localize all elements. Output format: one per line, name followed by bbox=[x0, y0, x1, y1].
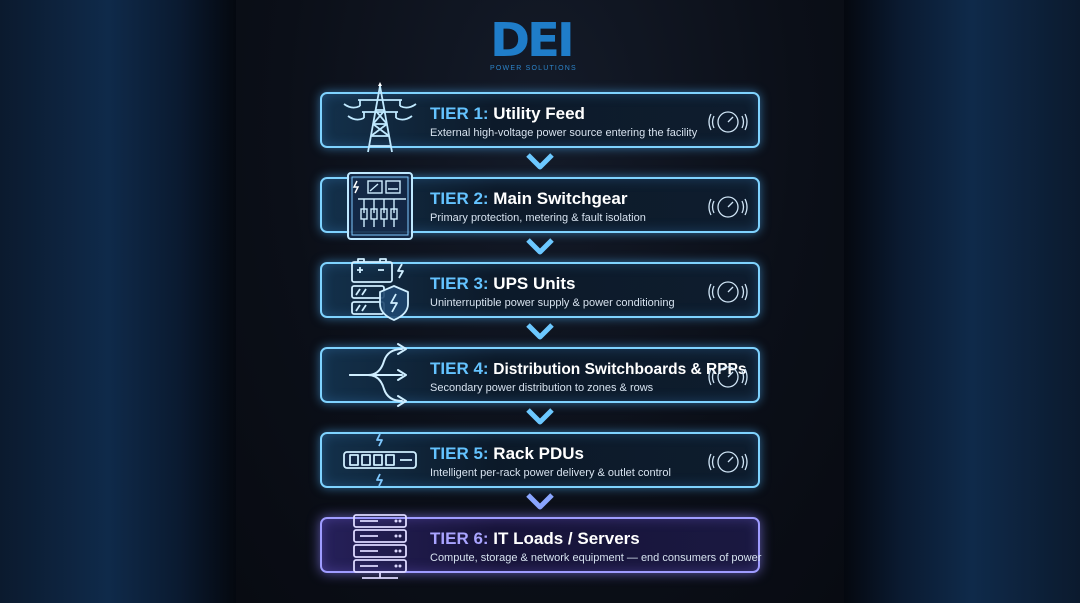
logo-subtitle: POWER SOLUTIONS bbox=[490, 65, 577, 72]
tier-description: Intelligent per-rack power delivery & ou… bbox=[430, 467, 671, 479]
tier-title-3: TIER 3: UPS Units bbox=[430, 274, 575, 294]
split-arrows-icon bbox=[349, 343, 407, 407]
gauge-icon bbox=[708, 111, 748, 133]
tier-description: Secondary power distribution to zones & … bbox=[430, 382, 654, 394]
tier-card-4: TIER 4: Distribution Switchboards & RPPs… bbox=[320, 343, 760, 407]
chevron-down-icon bbox=[526, 323, 554, 340]
gauge-icon bbox=[708, 451, 748, 473]
chevron-down-icon bbox=[526, 408, 554, 425]
tier-name: UPS Units bbox=[493, 274, 576, 293]
tier-title-1: TIER 1: Utility Feed bbox=[430, 104, 585, 124]
tier-name: Utility Feed bbox=[493, 104, 585, 123]
tier-card-5: TIER 5: Rack PDUs Intelligent per-rack p… bbox=[320, 432, 760, 488]
tier-description: External high-voltage power source enter… bbox=[430, 127, 698, 139]
gauge-icon bbox=[708, 281, 748, 303]
transmission-tower-icon bbox=[343, 82, 417, 153]
tier-title-6: TIER 6: IT Loads / Servers bbox=[430, 529, 640, 549]
tier-number: TIER 4: bbox=[430, 359, 489, 378]
tier-name: IT Loads / Servers bbox=[493, 529, 640, 548]
logo-text: DEI bbox=[490, 13, 575, 67]
tier-title-2: TIER 2: Main Switchgear bbox=[430, 189, 627, 209]
tier-card-1: TIER 1: Utility Feed External high-volta… bbox=[320, 82, 760, 153]
chevron-down-icon bbox=[526, 493, 554, 510]
tier-name: Distribution Switchboards & RPPs bbox=[493, 361, 747, 378]
tier-number: TIER 2: bbox=[430, 189, 489, 208]
power-strip-icon bbox=[343, 433, 417, 487]
tier-description: Compute, storage & network equipment — e… bbox=[430, 552, 762, 564]
tier-card-6: TIER 6: IT Loads / Servers Compute, stor… bbox=[320, 514, 762, 579]
switchgear-panel-icon bbox=[347, 172, 413, 240]
tier-title-5: TIER 5: Rack PDUs bbox=[430, 444, 584, 464]
battery-shield-icon bbox=[351, 258, 409, 321]
tier-number: TIER 3: bbox=[430, 274, 489, 293]
tier-number: TIER 6: bbox=[430, 529, 489, 548]
right-background-panel bbox=[840, 0, 1080, 603]
tier-name: Main Switchgear bbox=[493, 189, 628, 208]
tier-name: Rack PDUs bbox=[493, 444, 585, 463]
tier-description: Primary protection, metering & fault iso… bbox=[430, 212, 646, 224]
server-rack-icon bbox=[353, 514, 407, 579]
tier-title-4: TIER 4: Distribution Switchboards & RPPs bbox=[430, 359, 747, 379]
gauge-icon bbox=[708, 196, 748, 218]
brand-logo: DEI POWER SOLUTIONS bbox=[490, 16, 590, 74]
left-background-panel bbox=[0, 0, 240, 603]
chevron-down-icon bbox=[526, 238, 554, 255]
tier-card-2: TIER 2: Main Switchgear Primary protecti… bbox=[320, 172, 760, 240]
chevron-down-icon bbox=[526, 153, 554, 170]
tier-card-3: TIER 3: UPS Units Uninterruptible power … bbox=[320, 258, 760, 321]
tier-description: Uninterruptible power supply & power con… bbox=[430, 297, 675, 309]
tier-number: TIER 1: bbox=[430, 104, 489, 123]
gauge-icon bbox=[708, 366, 748, 388]
tier-number: TIER 5: bbox=[430, 444, 489, 463]
